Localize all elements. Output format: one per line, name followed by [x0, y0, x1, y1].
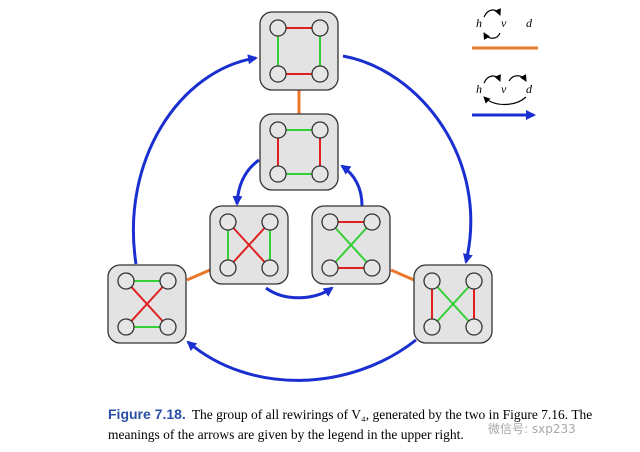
inner-cycle-arrows	[232, 158, 364, 300]
caption-text: The group of all rewirings of V₄, genera…	[108, 407, 593, 442]
graph-node-outer-right	[413, 264, 493, 344]
legend-row-orange: h v d	[472, 8, 538, 50]
legend-cycle-arrow-3	[483, 96, 527, 106]
legend-cycle-arrow-1	[483, 74, 501, 84]
legend-cycle-arrow-2	[508, 74, 527, 82]
blue-arrow-innertop-to-innerleft	[232, 158, 260, 206]
graph-node-top	[259, 11, 339, 91]
legend-v-label-1: v	[501, 16, 507, 30]
blue-arrow-innerright-to-innertop	[340, 164, 364, 207]
legend: h v d h v d	[472, 8, 538, 120]
graph-node-inner-left	[209, 205, 289, 285]
legend-swap-arrow-2	[483, 32, 501, 40]
blue-arrow-innerleft-to-innerright	[265, 286, 334, 300]
graph-node-outer-left	[107, 264, 187, 344]
legend-h-label-1: h	[476, 16, 482, 30]
graph-node-inner-top	[259, 113, 339, 191]
outer-cycle-arrows	[131, 54, 473, 382]
blue-arrow-top-to-right	[342, 54, 473, 264]
legend-d-label-2: d	[526, 82, 533, 96]
legend-h-label-2: h	[476, 82, 482, 96]
legend-d-label-1: d	[526, 16, 533, 30]
legend-swap-arrow-1	[483, 8, 501, 18]
graph-node-inner-right	[311, 205, 391, 285]
blue-arrow-right-to-left	[186, 338, 417, 382]
blue-arrow-left-to-top	[131, 54, 258, 265]
watermark: 微信号: sxp233	[488, 422, 576, 436]
orange-edge-left	[186, 268, 211, 282]
figure-caption: Figure 7.18.The group of all rewirings o…	[108, 404, 628, 445]
figure-label: Figure 7.18.	[108, 406, 186, 422]
legend-row-blue: h v d	[472, 74, 536, 120]
rewiring-diagram: h v d h v d	[107, 8, 538, 382]
orange-edge-right	[390, 268, 415, 282]
legend-v-label-2: v	[501, 82, 507, 96]
orange-connections	[186, 90, 415, 282]
